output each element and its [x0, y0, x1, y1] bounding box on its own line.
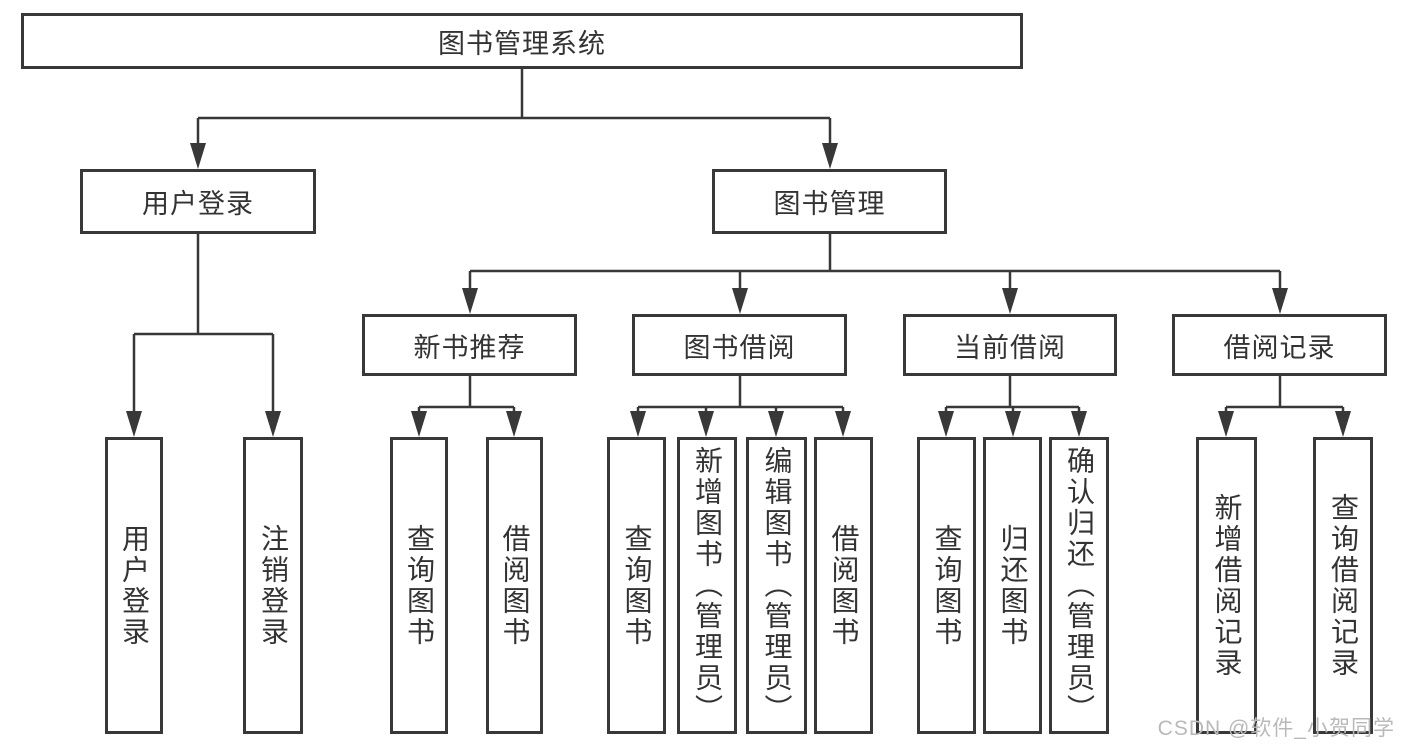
- node-user-login-branch: 用户登录: [80, 169, 316, 234]
- leaf-add-books-admin: 新增图书（管理员）: [677, 437, 737, 734]
- node-root: 图书管理系统: [21, 13, 1023, 69]
- leaf-return-books: 归还图书: [983, 437, 1042, 734]
- leaf-edit-books-admin: 编辑图书（管理员）: [746, 437, 807, 734]
- leaf-query-books-recommend: 查询图书: [390, 437, 448, 734]
- arrowheads: [126, 143, 1351, 437]
- node-current-borrow: 当前借阅: [903, 314, 1117, 376]
- node-book-borrow: 图书借阅: [632, 314, 847, 376]
- leaf-user-login: 用户登录: [105, 437, 163, 734]
- node-book-management-branch: 图书管理: [712, 169, 947, 234]
- leaf-confirm-return-admin: 确认归还（管理员）: [1049, 437, 1109, 734]
- leaf-query-books-borrow: 查询图书: [607, 437, 666, 734]
- leaf-borrow-books-recommend: 借阅图书: [486, 437, 543, 734]
- leaf-borrow-books: 借阅图书: [814, 437, 873, 734]
- leaf-query-books-current: 查询图书: [917, 437, 976, 734]
- node-borrow-records: 借阅记录: [1172, 314, 1387, 376]
- connector-paths: [132, 69, 1345, 431]
- leaf-query-borrow-record: 查询借阅记录: [1313, 437, 1373, 734]
- node-new-book-recommend: 新书推荐: [362, 314, 577, 376]
- leaf-logout: 注销登录: [243, 437, 303, 734]
- leaf-add-borrow-record: 新增借阅记录: [1196, 437, 1257, 734]
- watermark: CSDN @软件_小贺同学: [1157, 717, 1395, 740]
